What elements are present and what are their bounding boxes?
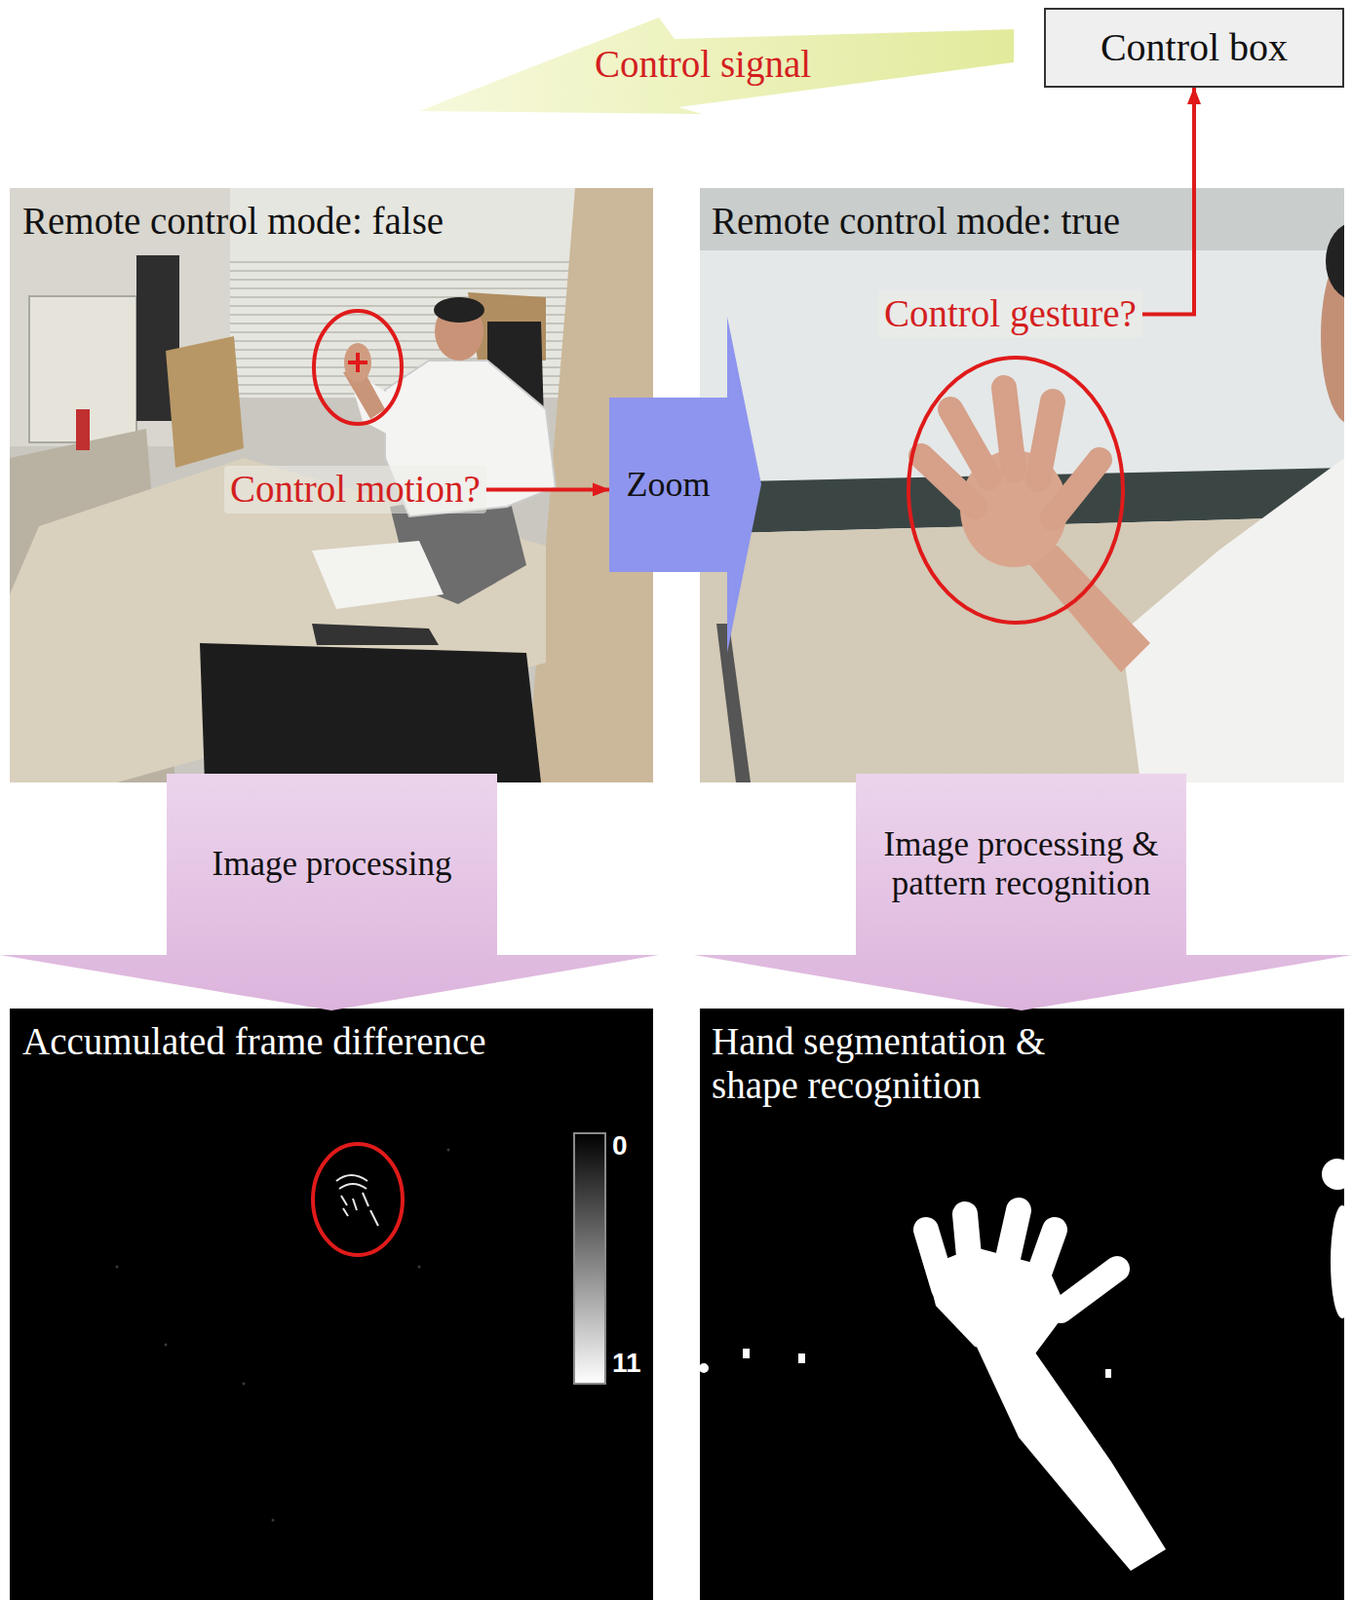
wide-camera-view: Remote control mode: falseControl motion… xyxy=(9,188,654,783)
head xyxy=(434,302,484,361)
label-text: Accumulated frame difference xyxy=(22,1020,487,1065)
face xyxy=(1320,248,1345,425)
hand-segmentation-panel: Hand segmentation & shape recognition xyxy=(699,1008,1345,1600)
colour-bar-label: 11 xyxy=(612,1348,642,1380)
mask-blob xyxy=(1321,1158,1345,1191)
label-text: Image processing xyxy=(166,845,498,885)
processing-arrow: Image processing xyxy=(0,773,659,1011)
mask-dot xyxy=(798,1353,806,1364)
cabinet xyxy=(136,255,180,422)
frame-difference-panel: Accumulated frame difference xyxy=(9,1008,654,1600)
processing-arrow-outline xyxy=(0,773,659,1011)
mask-wrist xyxy=(974,1343,1166,1572)
scale-value: 0 xyxy=(612,1130,628,1161)
motion-circle xyxy=(313,310,402,425)
forearm xyxy=(343,368,386,420)
chair-left xyxy=(165,336,244,468)
label-text: Hand segmentation & shape recognition xyxy=(711,1020,1082,1109)
wall-rail xyxy=(699,467,1345,535)
fingers xyxy=(921,387,1100,519)
wall xyxy=(699,250,1345,495)
bottle xyxy=(76,409,90,451)
control-signal-arrow: Control signal xyxy=(419,17,1014,116)
wide-photo xyxy=(9,188,654,783)
label-text: Control box xyxy=(1100,25,1288,71)
zoom-arrow-shape xyxy=(609,316,762,654)
scale-value: 11 xyxy=(612,1348,642,1379)
mask-dot xyxy=(1105,1369,1112,1379)
label-text: Image processing & pattern recognition xyxy=(855,825,1187,905)
monitor xyxy=(199,643,541,783)
chair-back xyxy=(467,292,546,361)
wall xyxy=(9,188,654,783)
motion-circle xyxy=(312,1144,403,1256)
processing-arrow-shape xyxy=(0,773,659,1011)
gesture-callout: Control gesture? xyxy=(878,290,1143,339)
zoomed-camera-view: Remote control mode: trueControl gesture… xyxy=(699,188,1345,783)
colour-bar-label: 0 xyxy=(612,1130,628,1162)
raised-hand xyxy=(344,343,372,383)
lower-wall xyxy=(699,516,1345,783)
window-blinds xyxy=(230,256,624,398)
recognition-arrow-shape xyxy=(694,773,1352,1011)
label-text: Control gesture? xyxy=(884,292,1137,337)
noise-dots xyxy=(115,1149,451,1523)
palm xyxy=(960,450,1068,568)
control-box: Control box xyxy=(1043,7,1345,88)
difference-image xyxy=(9,1008,654,1600)
office-chair xyxy=(487,321,546,507)
shirt xyxy=(1120,458,1345,783)
window-frame xyxy=(699,188,1345,251)
arm xyxy=(1013,545,1151,673)
label-text: Control signal xyxy=(594,42,812,87)
label-text: Control motion? xyxy=(230,467,481,512)
hand-mask xyxy=(699,1158,1345,1572)
sleeve xyxy=(352,382,400,441)
connector xyxy=(486,487,610,492)
mask-dot xyxy=(742,1349,750,1359)
motion-centre-mark xyxy=(347,352,368,373)
mask-fingers xyxy=(926,1210,1118,1312)
desk xyxy=(9,458,546,783)
mask-blob xyxy=(1330,1205,1345,1319)
colour-bar xyxy=(574,1133,606,1385)
hair xyxy=(1325,222,1345,301)
keyboard xyxy=(311,623,439,646)
connector xyxy=(1142,87,1195,314)
motion-callout: Control motion? xyxy=(224,465,487,514)
side-cabinet xyxy=(9,428,176,783)
zoom-arrow: Zoom xyxy=(609,316,762,654)
zoomed-photo xyxy=(699,188,1345,783)
papers xyxy=(311,540,444,610)
hair xyxy=(433,297,485,323)
recognition-arrow: Image processing & pattern recognition xyxy=(694,773,1352,1011)
label-text: Remote control mode: false xyxy=(22,199,444,244)
mask-dot xyxy=(699,1363,709,1374)
mask-palm xyxy=(926,1247,1068,1357)
segmentation-image xyxy=(699,1008,1345,1600)
door-edge xyxy=(716,623,751,783)
motion-speckle xyxy=(336,1175,379,1227)
label-text: Remote control mode: true xyxy=(711,199,1121,244)
label-text: Zoom xyxy=(609,464,728,505)
fridge xyxy=(29,296,137,443)
control-signal-arrow-shape xyxy=(419,17,1014,115)
gesture-circle xyxy=(908,357,1123,623)
